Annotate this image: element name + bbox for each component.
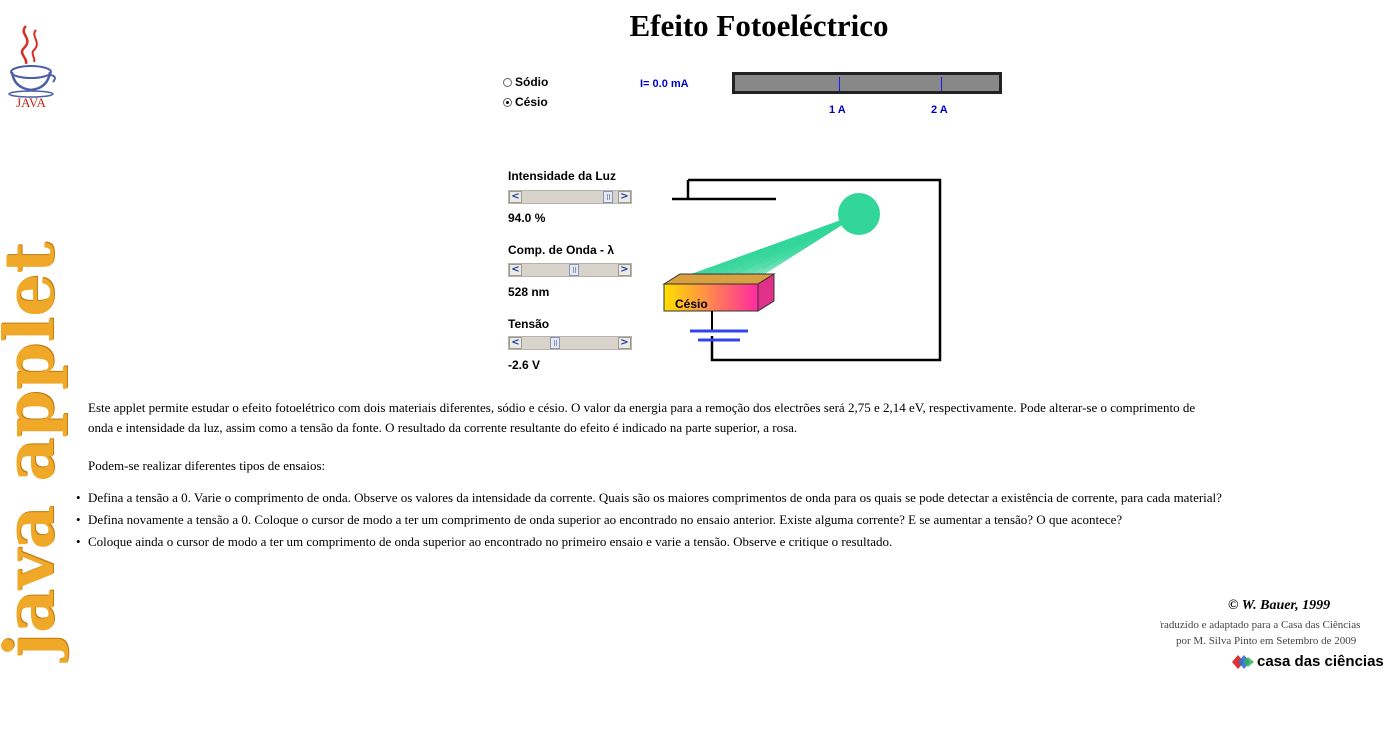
credits: © W. Bauer, 1999 Traduzido e adaptado pa… [1160,598,1400,678]
wavelength-slider[interactable]: < > [508,263,632,277]
intensity-slider[interactable]: < > [508,190,632,204]
intensity-label: Intensidade da Luz [508,169,617,183]
radio-label-cesium: Césio [515,95,548,109]
java-cup-logo: JAVA [8,25,56,108]
photoelectric-applet: Sódio Césio I= 0.0 mA 1 A 2 A Intensidad… [500,66,1020,376]
wavelength-label: Comp. de Onda - λ [508,243,615,257]
radio-cesium[interactable]: Césio [503,94,548,110]
arrow-left-icon[interactable]: < [509,264,522,276]
casa-das-ciencias-logo[interactable]: casa das ciências [1232,653,1384,670]
current-meter [732,72,1002,94]
slider-thumb[interactable] [569,264,580,276]
light-beam [669,213,860,283]
slider-thumb[interactable] [602,191,613,203]
radio-button-icon[interactable] [503,77,512,87]
radio-button-icon[interactable] [503,97,512,107]
voltage-slider[interactable]: < > [508,336,632,350]
current-readout: I= 0.0 mA [640,78,689,90]
list-item: Coloque ainda o cursor de modo a ter um … [76,532,1388,552]
voltage-value: -2.6 V [508,358,541,372]
java-logo-text: JAVA [16,95,46,108]
arrow-right-icon[interactable]: > [618,191,631,203]
tests-intro: Podem-se realizar diferentes tipos de en… [88,458,326,473]
description-content: Este applet permite estudar o efeito fot… [0,398,1400,554]
arrow-right-icon[interactable]: > [618,264,631,276]
page-title: Efeito Fotoeléctrico [629,8,889,43]
arrow-left-icon[interactable]: < [509,191,522,203]
intensity-value: 94.0 % [508,211,546,225]
tests-list: Defina a tensão a 0. Varie o comprimento… [0,488,1388,552]
brand-diamonds-icon [1232,654,1254,669]
list-item: Defina novamente a tensão a 0. Coloque o… [76,510,1388,530]
credit-line-1: Traduzido e adaptado para a Casa das Ciê… [1160,619,1361,631]
meter-tick [839,77,840,91]
meter-label-2a: 2 A [931,104,948,116]
light-source [838,193,880,235]
intro-paragraph-line2: onda e intensidade da luz, assim como a … [88,420,798,435]
circuit-diagram: Césio [662,178,942,362]
cathode-top [662,273,776,285]
credit-line-2: por M. Silva Pinto em Setembro de 2009 [1176,635,1357,647]
slider-thumb[interactable] [549,337,560,349]
intro-paragraph-line1: Este applet permite estudar o efeito fot… [88,400,1196,415]
arrow-left-icon[interactable]: < [509,337,522,349]
list-item: Defina a tensão a 0. Varie o comprimento… [76,488,1388,508]
credit-author: © W. Bauer, 1999 [1228,598,1331,613]
meter-label-1a: 1 A [829,104,846,116]
voltage-label: Tensão [508,317,550,331]
meter-tick [941,77,942,91]
cathode-label: Césio [675,297,708,311]
radio-sodium[interactable]: Sódio [503,74,548,90]
brand-text: casa das ciências [1257,653,1384,670]
radio-label-sodium: Sódio [515,75,549,89]
cathode-front [663,283,759,312]
arrow-right-icon[interactable]: > [618,337,631,349]
circuit-wire [688,178,942,362]
wavelength-value: 528 nm [508,285,550,299]
